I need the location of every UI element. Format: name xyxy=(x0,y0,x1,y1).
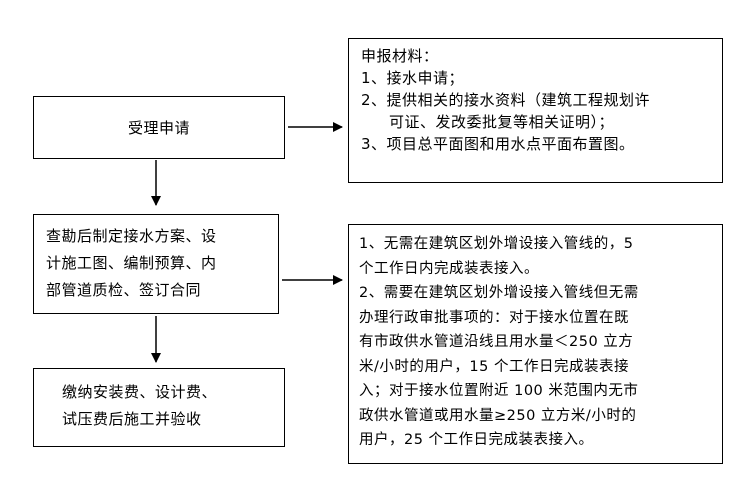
materials-item-2: 2、提供相关的接水资料（建筑工程规划许 xyxy=(361,91,651,109)
survey-line-2: 计施工图、编制预算、内 xyxy=(46,254,217,272)
materials-item-1: 1、接水申请； xyxy=(361,69,465,87)
conditions-line-7: 入；对于接水位置附近 100 米范围内无市 xyxy=(359,383,639,399)
survey-line-1: 查勘后制定接水方案、设 xyxy=(46,227,217,245)
node-accept-application: 受理申请 xyxy=(33,96,285,159)
conditions-line-5: 有市政供水管道沿线且用水量＜250 立方 xyxy=(359,334,634,350)
node-connection-conditions: 1、无需在建筑区划外增设接入管线的，5 个工作日内完成装表接入。 2、需要在建筑… xyxy=(348,224,723,464)
conditions-line-1: 1、无需在建筑区划外增设接入管线的，5 xyxy=(359,236,634,252)
conditions-line-8: 政供水管道或用水量≥250 立方米/小时的 xyxy=(359,407,637,424)
survey-line-3: 部管道质检、签订合同 xyxy=(46,281,202,299)
node-payment-and-construction: 缴纳安装费、设计费、 试压费后施工并验收 xyxy=(33,368,285,447)
conditions-line-9: 用户，25 个工作日完成装表接入。 xyxy=(359,432,594,448)
node-accept-label: 受理申请 xyxy=(127,118,190,137)
conditions-line-4: 办理行政审批事项的：对于接水位置在既 xyxy=(359,309,629,326)
materials-item-3: 3、项目总平面图和用水点平面布置图。 xyxy=(361,135,635,153)
materials-item-2-continued: 可证、发改委批复等相关证明）； xyxy=(389,113,615,131)
node-survey-and-contract: 查勘后制定接水方案、设 计施工图、编制预算、内 部管道质检、签订合同 xyxy=(33,214,279,314)
payment-line-1: 缴纳安装费、设计费、 xyxy=(62,383,218,401)
conditions-line-2: 个工作日内完成装表接入。 xyxy=(359,260,539,277)
conditions-line-3: 2、需要在建筑区划外增设接入管线但无需 xyxy=(359,285,639,301)
materials-title: 申报材料： xyxy=(361,47,439,65)
payment-line-2: 试压费后施工并验收 xyxy=(62,410,202,428)
conditions-line-6: 米/小时的用户，15 个工作日完成装表接 xyxy=(359,358,629,375)
node-application-materials: 申报材料： 1、接水申请； 2、提供相关的接水资料（建筑工程规划许 可证、发改委… xyxy=(348,38,723,183)
